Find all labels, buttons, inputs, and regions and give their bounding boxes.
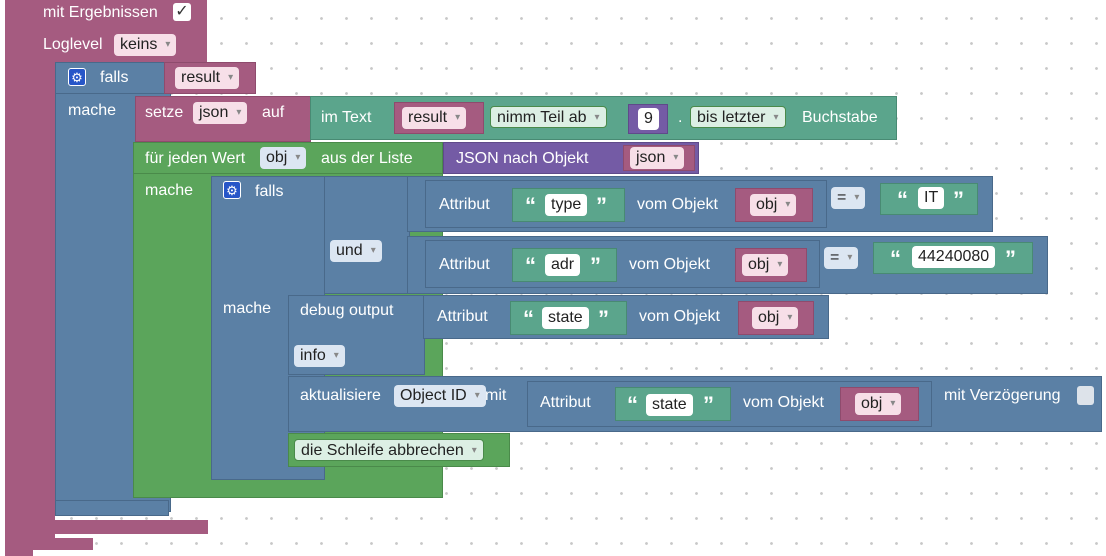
- close-quote-icon: ”: [598, 306, 609, 331]
- set-var-dropdown[interactable]: json: [193, 102, 248, 124]
- object-id-field[interactable]: Object ID: [394, 385, 486, 407]
- loglevel-label: Loglevel: [43, 36, 103, 53]
- open-quote-icon: “: [525, 193, 536, 218]
- obj-dropdown-1[interactable]: obj: [750, 194, 797, 216]
- result-var-dropdown[interactable]: result: [175, 67, 240, 89]
- value-input-2[interactable]: 44240080: [912, 246, 996, 268]
- debug-output-label: debug output: [300, 302, 394, 319]
- request-block-inner-bottom: [33, 520, 208, 534]
- open-quote-icon: “: [525, 253, 536, 278]
- close-quote-icon: ”: [953, 187, 964, 212]
- compare-op-dropdown-1[interactable]: =: [831, 187, 866, 209]
- attribute-label-1: Attribut: [439, 196, 490, 213]
- break-mode-dropdown[interactable]: die Schleife abbrechen: [294, 439, 484, 461]
- loglevel-dropdown[interactable]: keins: [114, 34, 177, 56]
- from-list-label: aus der Liste: [321, 150, 413, 167]
- request-block-inner-frame: [33, 60, 55, 540]
- foreach-do-label: mache: [145, 182, 194, 199]
- request-block-frame[interactable]: [5, 0, 33, 556]
- update-label: aktualisiere: [300, 387, 381, 404]
- dot-separator: .: [678, 109, 683, 126]
- with-label: mit: [485, 387, 507, 404]
- obj-dropdown-2[interactable]: obj: [742, 254, 789, 276]
- set-label: setze: [145, 104, 184, 121]
- gear-icon[interactable]: ⚙: [68, 68, 86, 86]
- inner-if-label: falls: [255, 183, 284, 200]
- delay-label: mit Verzögerung: [944, 387, 1061, 404]
- close-quote-icon: ”: [1005, 246, 1016, 271]
- with-results-label: mit Ergebnissen: [43, 4, 158, 21]
- json-var-dropdown[interactable]: json: [630, 147, 685, 169]
- open-quote-icon: “: [523, 306, 534, 331]
- letter-label: Buchstabe: [802, 109, 878, 126]
- outer-do-label: mache: [68, 102, 117, 119]
- substring-mode-dropdown[interactable]: nimm Teil ab: [490, 106, 607, 128]
- of-object-label-2: vom Objekt: [629, 256, 710, 273]
- update-obj-dropdown[interactable]: obj: [855, 393, 902, 415]
- logic-and-block[interactable]: [324, 176, 410, 294]
- close-quote-icon: ”: [703, 392, 714, 417]
- attr-input-1[interactable]: type: [545, 194, 588, 216]
- request-block-bottom: [5, 538, 93, 550]
- attribute-label-2: Attribut: [439, 256, 490, 273]
- for-each-label: für jeden Wert: [145, 150, 246, 167]
- update-attr-input[interactable]: state: [646, 394, 693, 416]
- debug-level-dropdown[interactable]: info: [294, 345, 345, 367]
- outer-if-bottom: [55, 500, 169, 516]
- close-quote-icon: ”: [596, 193, 607, 218]
- compare-op-dropdown-2[interactable]: =: [824, 247, 859, 269]
- close-quote-icon: ”: [590, 253, 601, 278]
- inner-do-label: mache: [223, 300, 272, 317]
- gear-icon[interactable]: ⚙: [223, 181, 241, 199]
- debug-obj-dropdown[interactable]: obj: [752, 307, 799, 329]
- of-object-label-1: vom Objekt: [637, 196, 718, 213]
- string-block-2[interactable]: [512, 248, 617, 282]
- open-quote-icon: “: [627, 392, 638, 417]
- to-label: auf: [262, 104, 285, 121]
- logic-op-dropdown[interactable]: und: [330, 240, 382, 262]
- outer-if-label: falls: [100, 69, 129, 86]
- delay-checkbox[interactable]: [1077, 386, 1094, 405]
- update-attribute-label: Attribut: [540, 394, 591, 411]
- attr-input-2[interactable]: adr: [545, 254, 581, 276]
- open-quote-icon: “: [897, 187, 908, 212]
- in-text-label: im Text: [321, 109, 372, 126]
- json-to-object-label: JSON nach Objekt: [456, 150, 589, 167]
- debug-of-object-label: vom Objekt: [639, 308, 720, 325]
- from-number-input[interactable]: 9: [638, 108, 659, 130]
- loop-var-dropdown[interactable]: obj: [260, 147, 307, 169]
- open-quote-icon: “: [890, 246, 901, 271]
- debug-attribute-label: Attribut: [437, 308, 488, 325]
- update-of-object-label: vom Objekt: [743, 394, 824, 411]
- text-var-dropdown[interactable]: result: [402, 107, 467, 129]
- debug-attr-input[interactable]: state: [542, 307, 589, 329]
- value-input-1[interactable]: IT: [918, 187, 945, 209]
- with-results-checkbox[interactable]: ✓: [173, 3, 191, 21]
- to-mode-dropdown[interactable]: bis letzter: [690, 106, 786, 128]
